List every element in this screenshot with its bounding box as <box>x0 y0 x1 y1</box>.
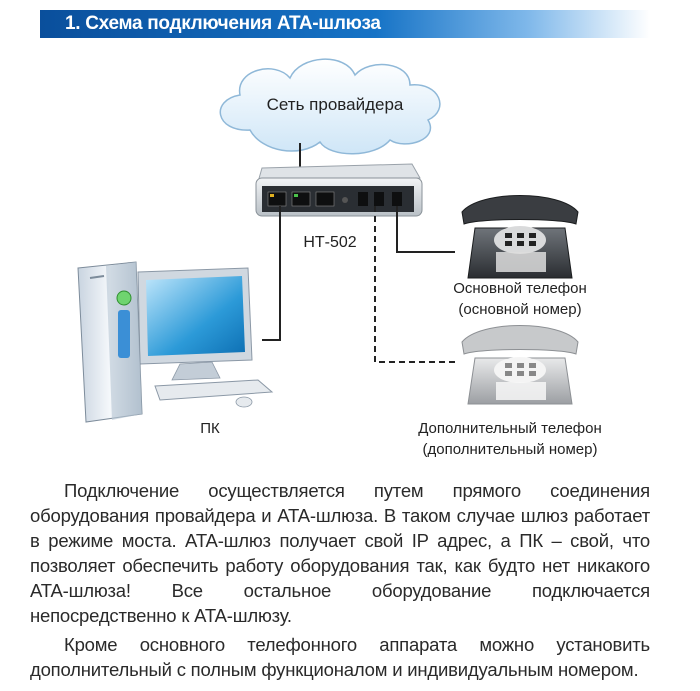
extra-phone-cable <box>374 206 455 363</box>
pc-label: ПК <box>200 420 220 437</box>
gateway-label: НТ-502 <box>303 234 357 251</box>
body-paragraph-2: Кроме основного телефонного аппарата мож… <box>30 634 650 680</box>
main-phone-cable <box>396 206 455 253</box>
diagram-graphics <box>77 58 579 423</box>
main-phone-label-line1: Основной телефон <box>453 280 587 297</box>
extra-phone-icon <box>461 325 579 405</box>
lan-cable <box>262 206 281 341</box>
main-phone-icon <box>461 195 579 279</box>
section-title: 1. Схема подключения ATA-шлюза <box>65 13 381 34</box>
body-paragraph-1: Подключение осуществляется путем прямого… <box>30 480 650 626</box>
extra-phone-label-line2: (дополнительный номер) <box>422 441 598 458</box>
extra-phone-label-line1: Дополнительный телефон <box>418 420 602 437</box>
cloud-label: Сеть провайдера <box>266 95 404 114</box>
ata-gateway-icon <box>255 163 423 217</box>
main-phone-label-line2: (основной номер) <box>458 301 582 318</box>
section-header: 1. Схема подключения ATA-шлюза <box>40 10 650 38</box>
provider-cloud-icon <box>219 58 441 155</box>
connection-diagram: Сеть провайдера НТ-502 ПК Основной телеф… <box>0 40 700 470</box>
pc-icon <box>77 261 274 423</box>
